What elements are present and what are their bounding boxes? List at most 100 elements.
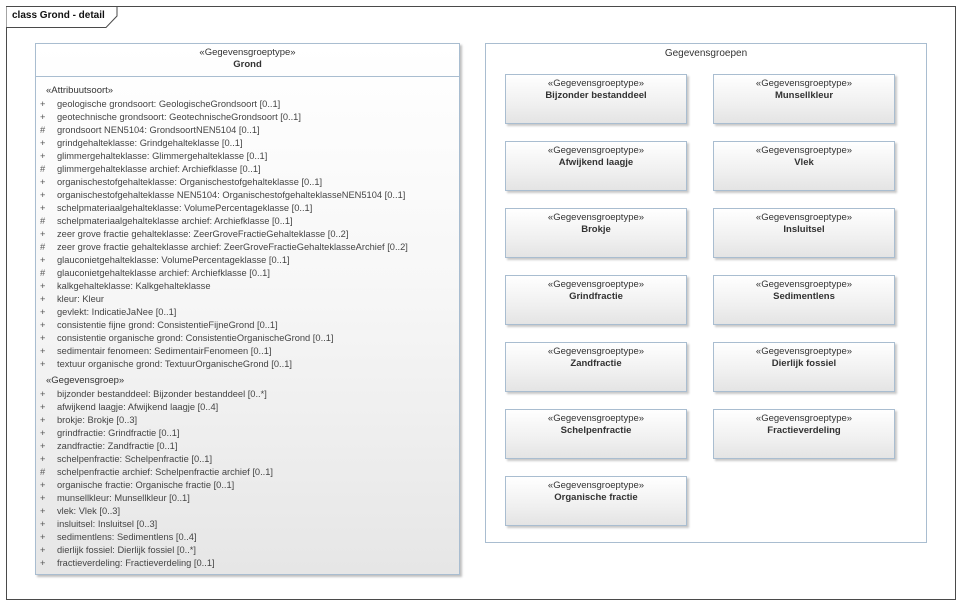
group-attribute-row-text: brokje: Brokje [0..3] [57, 415, 138, 425]
gegevensgroeptype-box[interactable]: «Gegevensgroeptype»Bijzonder bestanddeel [505, 74, 687, 124]
group-attribute-row[interactable]: + dierlijk fossiel: Dierlijk fossiel [0..… [40, 544, 273, 557]
attribute-row[interactable]: +geotechnische grondsoort: Geotechnische… [40, 111, 408, 124]
group-attribute-row-text: bijzonder bestanddeel: Bijzonder bestand… [57, 389, 267, 399]
group-attribute-row[interactable]: +insluitsel: Insluitsel [0..3] [40, 518, 273, 531]
attribute-row[interactable]: +sedimentair fenomeen: SedimentairFenome… [40, 345, 408, 358]
group-attribute-row[interactable]: +sedimentlens: Sedimentlens [0..4] [40, 531, 273, 544]
visibility-marker: # [40, 242, 46, 252]
box-name: Afwijkend laagje [558, 157, 634, 168]
box-name: Brokje [581, 224, 611, 235]
group-attribute-row[interactable]: +organische fractie: Organische fractie … [40, 479, 273, 492]
group-attribute-row-text: dierlijk fossiel: Dierlijk fossiel [0..*… [57, 545, 196, 555]
visibility-marker: + [40, 320, 46, 330]
box-stereotype: «Gegevensgroeptype» [755, 413, 853, 424]
attribute-row-text: sedimentair fenomeen: SedimentairFenomee… [57, 346, 272, 356]
group-attribute-row[interactable]: +munsellkleur: Munsellkleur [0..1] [40, 492, 273, 505]
attribute-row-text: kalkgehalteklasse: Kalkgehalteklasse [57, 281, 211, 291]
group-attribute-row[interactable]: +afwijkend laagje: Afwijkend laagje [0..… [40, 401, 273, 414]
box-name: Vlek [794, 157, 814, 168]
group-attribute-row[interactable]: +grindfractie: Grindfractie [0..1] [40, 427, 273, 440]
attribute-row[interactable]: +glimmergehalteklasse: Glimmergehaltekla… [40, 150, 408, 163]
attribute-row[interactable]: + zeer grove fractie gehalteklasse: ZeerG… [40, 228, 408, 241]
group-attribute-row[interactable]: + fractieverdeling: Fractieverdeling [0..… [40, 557, 273, 570]
gegevensgroeptype-box[interactable]: «Gegevensgroeptype»Organische fractie [505, 476, 687, 526]
attribute-row[interactable]: #schelpmateriaalgehalteklasse archief: A… [40, 215, 408, 228]
attribute-row-text: consistentie organische grond: Consisten… [57, 333, 334, 343]
box-stereotype: «Gegevensgroeptype» [755, 346, 853, 357]
group-attribute-row-text: schelpenfractie: Schelpenfractie [0..1] [57, 454, 213, 464]
attribute-row[interactable]: +kleur: Kleur [40, 293, 408, 306]
attribute-row[interactable]: +organischestofgehalteklasse: Organische… [40, 176, 408, 189]
attribute-row-text: consistentie fijne grond: ConsistentieFi… [57, 320, 278, 330]
visibility-marker: # [40, 216, 46, 226]
group-attribute-row[interactable]: + schelpenfractie: Schelpenfractie [0..1] [40, 453, 273, 466]
box-stereotype: «Gegevensgroeptype» [547, 279, 645, 290]
gegevensgroeptype-box[interactable]: «Gegevensgroeptype»Grindfractie [505, 275, 687, 325]
group-attribute-row[interactable]: #schelpenfractie archief: Schelpenfracti… [40, 466, 273, 479]
attribute-row[interactable]: #glauconietgehalteklasse archief: Archie… [40, 267, 408, 280]
visibility-marker: + [40, 558, 46, 568]
attribute-row[interactable]: +schelpmateriaalgehalteklasse: VolumePer… [40, 202, 408, 215]
visibility-marker: + [40, 177, 46, 187]
visibility-marker: + [40, 99, 46, 109]
gegevensgroeptype-box[interactable]: «Gegevensgroeptype»Zandfractie [505, 342, 687, 392]
gegevensgroepen-package[interactable]: Gegevensgroepen «Gegevensgroeptype»Bijzo… [485, 43, 927, 543]
attribute-row-text: zeer grove fractie gehalteklasse: ZeerGr… [57, 229, 349, 239]
attribute-row[interactable]: +gevlekt: IndicatieJaNee [0..1] [40, 306, 408, 319]
visibility-marker: + [40, 255, 46, 265]
attribute-row[interactable]: +consistentie organische grond: Consiste… [40, 332, 408, 345]
attribute-row-text: glimmergehalteklasse archief: Archiefkla… [57, 164, 261, 174]
attribute-list: +geologische grondsoort: GeologischeGron… [40, 98, 408, 371]
box-name: Zandfractie [570, 358, 622, 369]
box-stereotype: «Gegevensgroeptype» [547, 145, 645, 156]
gegevensgroeptype-box[interactable]: «Gegevensgroeptype»Afwijkend laagje [505, 141, 687, 191]
gegevensgroeptype-box[interactable]: «Gegevensgroeptype»Insluitsel [713, 208, 895, 258]
group-attribute-row[interactable]: +zandfractie: Zandfractie [0..1] [40, 440, 273, 453]
box-name: Fractieverdeling [767, 425, 841, 436]
visibility-marker: # [40, 164, 46, 174]
visibility-marker: + [40, 545, 46, 555]
group-attribute-row-text: fractieverdeling: Fractieverdeling [0..1… [57, 558, 215, 568]
group-attribute-row[interactable]: + bijzonder bestanddeel: Bijzonder bestan… [40, 388, 273, 401]
attribute-row[interactable]: +kalkgehalteklasse: Kalkgehalteklasse [40, 280, 408, 293]
group-attribute-row[interactable]: +brokje: Brokje [0..3] [40, 414, 273, 427]
visibility-marker: + [40, 428, 46, 438]
gegevensgroeptype-box[interactable]: «Gegevensgroeptype»Brokje [505, 208, 687, 258]
group-attribute-row[interactable]: +vlek: Vlek [0..3] [40, 505, 273, 518]
attribute-row[interactable]: +organischestofgehalteklasse NEN5104: Or… [40, 189, 408, 202]
box-stereotype: «Gegevensgroeptype» [755, 78, 853, 89]
group-attribute-row-text: organische fractie: Organische fractie [… [57, 480, 235, 490]
diagram-frame [6, 6, 956, 600]
visibility-marker: + [40, 389, 46, 399]
visibility-marker: + [40, 441, 46, 451]
attribute-row[interactable]: +geologische grondsoort: GeologischeGron… [40, 98, 408, 111]
attribute-row-text: glimmergehalteklasse: Glimmergehalteklas… [57, 151, 268, 161]
gegevensgroeptype-box[interactable]: «Gegevensgroeptype»Dierlijk fossiel [713, 342, 895, 392]
attribute-row[interactable]: +glauconietgehalteklasse: VolumePercenta… [40, 254, 408, 267]
attribute-row[interactable]: + consistentie fijne grond: ConsistentieF… [40, 319, 408, 332]
visibility-marker: + [40, 454, 46, 464]
gegevensgroeptype-box[interactable]: «Gegevensgroeptype»Schelpenfractie [505, 409, 687, 459]
attribute-row-text: textuur organische grond: TextuurOrganis… [57, 359, 292, 369]
gegevensgroeptype-box[interactable]: «Gegevensgroeptype»Munsellkleur [713, 74, 895, 124]
gegevensgroeptype-box[interactable]: «Gegevensgroeptype»Sedimentlens [713, 275, 895, 325]
box-stereotype: «Gegevensgroeptype» [547, 78, 645, 89]
attribute-row[interactable]: # glimmergehalteklasse archief: Archiefkl… [40, 163, 408, 176]
group-attribute-list: + bijzonder bestanddeel: Bijzonder bestan… [40, 388, 273, 570]
visibility-marker: + [40, 229, 46, 239]
attribute-row[interactable]: +textuur organische grond: TextuurOrgani… [40, 358, 408, 371]
gegevensgroeptype-box[interactable]: «Gegevensgroeptype»Vlek [713, 141, 895, 191]
box-stereotype: «Gegevensgroeptype» [547, 480, 645, 491]
attribute-row[interactable]: #grondsoort NEN5104: GrondsoortNEN5104 [… [40, 124, 408, 137]
box-name: Sedimentlens [773, 291, 835, 302]
attribute-row[interactable]: +grindgehalteklasse: Grindgehalteklasse … [40, 137, 408, 150]
visibility-marker: + [40, 112, 46, 122]
visibility-marker: + [40, 532, 46, 542]
frame-title: class Grond - detail [12, 10, 105, 21]
box-name: Bijzonder bestanddeel [545, 90, 647, 101]
grond-class[interactable]: «Gegevensgroeptype» Grond «Attribuutsoor… [35, 43, 460, 575]
box-stereotype: «Gegevensgroeptype» [547, 346, 645, 357]
visibility-marker: # [40, 268, 46, 278]
gegevensgroeptype-box[interactable]: «Gegevensgroeptype»Fractieverdeling [713, 409, 895, 459]
attribute-row[interactable]: #zeer grove fractie gehalteklasse archie… [40, 241, 408, 254]
